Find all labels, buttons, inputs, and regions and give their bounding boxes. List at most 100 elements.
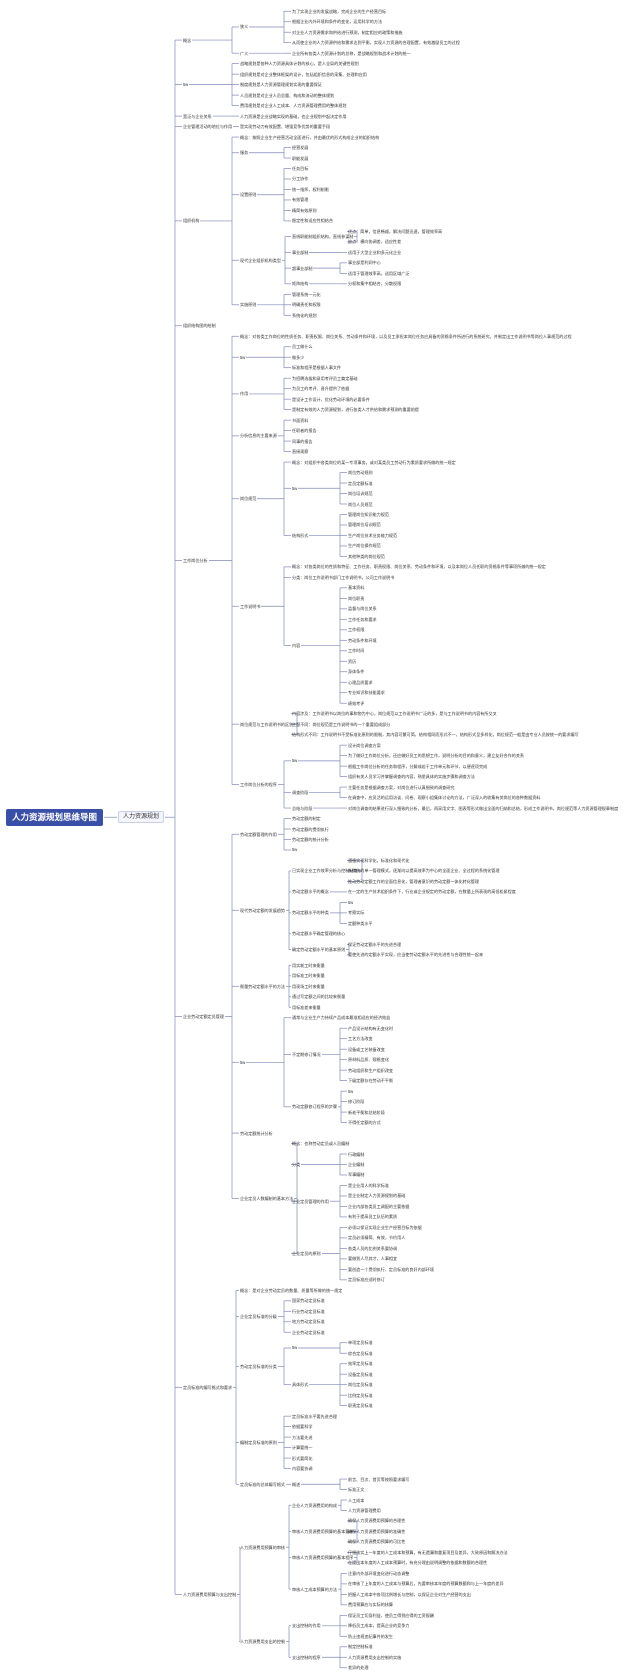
mindmap-leaf: 分类：岗位工作说明书部门工作说明书，公司工作说明书 [292, 574, 395, 580]
mindmap-leaf: 标准正文 [348, 1487, 365, 1493]
mindmap-leaf: 军事编制 [348, 1172, 365, 1178]
mindmap-leaf: 稳定性和适应性相结合 [292, 218, 333, 224]
mindmap-leaf: 定额种类水平 [348, 920, 373, 926]
mindmap-branch: 设置原则 [240, 192, 257, 198]
mindmap-leaf: 管理系统一元化 [292, 291, 321, 297]
mindmap-leaf: 在审核了上年度的人工成本与预算后，先要审核本年度的预算数额和与上一年度的差异 [348, 1581, 504, 1587]
mindmap-branch: 企业管理活动的地位与作用 [183, 124, 233, 130]
mindmap-leaf: 主要任务是根据调查方案，对岗位进行认真细致的调查研究 [348, 784, 455, 790]
mindmap-branch: 支出控制的作用 [292, 1623, 321, 1629]
mindmap-branch: 现代企业组织机构类型 [240, 257, 281, 263]
mindmap-branch: 人力资源费用预算的审核 [240, 1544, 286, 1550]
mindmap-leaf: 统一指挥，权利制衡 [292, 186, 329, 192]
mindmap-leaf: 职能发展 [292, 155, 309, 161]
mindmap-leaf: 防止违规违纪事件的发生 [348, 1633, 394, 1639]
mindmap-branch: 企业劳动定额定员管理 [183, 1013, 224, 1019]
mindmap-leaf: 用标准工时来衡量 [292, 973, 325, 979]
mindmap-branch: 审核人工成本预算的方法 [292, 1586, 338, 1592]
mindmap-leaf: 地方劳动定员标准 [292, 1319, 325, 1325]
mindmap-leaf: 用实耗工时来衡量 [292, 962, 325, 968]
mindmap-leaf: 确保人力资源费用预算的准确性 [348, 1528, 406, 1534]
mindmap-branch: 结构形式 [292, 532, 309, 538]
mindmap-leaf: 适用于管理效率高，适用区域广泛 [348, 270, 410, 276]
mindmap-leaf: 制度规划是人力资源管理规划实现的重要保证 [240, 82, 322, 88]
mindmap-leaf: 生产岗位操作规范 [348, 543, 381, 549]
mindmap-branch: 企业定员管理的作用 [292, 1198, 329, 1204]
mindmap-leaf: 专业知识和技能要求 [348, 690, 385, 696]
mindmap-leaf: 要创造一个贯彻执行、定员标准的良好内部环境 [348, 1266, 434, 1272]
mindmap-branch: 调查阶段 [292, 789, 309, 795]
mindmap-leaf: 定员定额标准 [348, 480, 373, 486]
mindmap-leaf: 主题不同：岗位规范是工作说明书的一个重要组成部分 [292, 721, 391, 727]
mindmap-leaf: 标准和程序是根据人事文件 [292, 365, 342, 371]
mindmap-branch: 直线职能制组织结构，直线参谋制 [292, 234, 354, 240]
mindmap-leaf: 要做到人尽其才，人事相宜 [348, 1256, 398, 1262]
mindmap-leaf: 岗位培训规范 [348, 491, 373, 497]
mindmap-branch: 劳动定额水平的概念 [292, 889, 329, 895]
mindmap-leaf: 是企业用人的科学标准 [348, 1182, 389, 1188]
mindmap-leaf: 概念：按照企业生产经营活动全面进行，并由最优的形式构成企业的组织结构 [240, 134, 380, 140]
mindmap-leaf: 要使先进的定额水平实现，应当使劳动定额水平的先进性与合理性统一起来 [348, 952, 484, 958]
mindmap-branch: 工作岗位分析 [183, 557, 208, 563]
mindmap-leaf: 身体条件 [348, 669, 365, 675]
mindmap-root: 人力资源规划思维导图 [6, 808, 104, 826]
mindmap-leaf: 费用规划是对企业人工成本、人力资源管理费用的整体规划 [240, 103, 347, 109]
mindmap-branch: 审核人力资源费用预算的基本程序 [292, 1555, 354, 1561]
mindmap-leaf: 各类人员的比例关系要协调 [348, 1245, 398, 1251]
mindmap-branch: 人力资源费用支出的控制 [240, 1639, 286, 1645]
mindmap-leaf: 岗位劳动规则 [348, 470, 373, 476]
mindmap-leaf: 为了做好工作岗位分析，还应做好员工的思想工作，说明分析的目的和意义，建立友好合作… [348, 753, 525, 759]
mindmap-leaf: 用标准差来衡量 [292, 1004, 321, 1010]
mindmap-leaf: 计算要统一 [292, 1445, 313, 1451]
mindmap-branch: 岗位规范 [240, 496, 257, 502]
mindmap-leaf: 工作时间 [348, 648, 365, 654]
mindmap-branch: 劳动定额水平的种类 [292, 910, 329, 916]
mindmap-leaf: 5w [348, 1088, 354, 1094]
mindmap-branch: 组织机构 [183, 218, 200, 224]
mindmap-leaf: 劳动定额统计分析 [240, 1130, 273, 1136]
mindmap-branch: 人力资源费用预算与支出控制 [183, 1591, 237, 1597]
mindmap-branch: 概述 [292, 1481, 301, 1487]
mindmap-leaf: 推动劳动定额工作的全面信息化，管理者意识的劳动定额一体化转化管理 [348, 878, 479, 884]
mindmap-leaf: 为员工的考评、晋升提供了依据 [292, 386, 350, 392]
mindmap-branch: 企业定员标准的分级 [240, 1314, 277, 1320]
mindmap-leaf: 降低员工成本，提高企业的竞争力 [348, 1623, 410, 1629]
mindmap-leaf: 概念：是对企业劳动定员的数量、质量等所做的统一规定 [240, 1287, 343, 1293]
mindmap-leaf: 优点：简单，信息畅顺，解决问题迅速，管理效率高 [348, 228, 443, 234]
mindmap-branch: 衡量劳动定额水平的方法 [240, 983, 286, 989]
mindmap-leaf: 企业劳动定员标准 [292, 1329, 325, 1335]
mindmap-leaf: 人力资源费用支出控制的实施 [348, 1654, 402, 1660]
mindmap-leaf: 不得任定额的方式 [348, 1120, 381, 1126]
mindmap-leaf: 产品设计结构有无变化时 [348, 1025, 394, 1031]
mindmap-leaf: 保证员工切身利益，使员工得到应得的工资报酬 [348, 1612, 434, 1618]
mindmap-leaf: 书面资料 [292, 417, 309, 423]
mindmap-branch: 作用 [240, 391, 249, 397]
mindmap-leaf: 保证劳动定额水平的先进合理 [348, 941, 402, 947]
mindmap-leaf: 生产岗位技术业务能力规范 [348, 532, 398, 538]
mindmap-branch: 总结与阶段 [292, 805, 313, 811]
mindmap-leaf: 概念：对组织中各类岗位的某一专项事务，或对某类员工劳动行为素质要求所做的统一规定 [292, 459, 456, 465]
mindmap-branch: 广义 [240, 50, 249, 56]
mindmap-leaf: 管理岗位培训规范 [348, 522, 381, 528]
mindmap-leaf: 心理品质要求 [348, 679, 373, 685]
mindmap-branch: 劳动定额管理的作用 [240, 831, 277, 837]
mindmap-leaf: 前言、目次、首页等按照要求编写 [348, 1476, 410, 1482]
mindmap-leaf: 行业劳动定员标准 [292, 1308, 325, 1314]
mindmap-leaf: 确保人力资源费用预算的可比性 [348, 1539, 406, 1545]
mindmap-leaf: 工作权限 [348, 627, 365, 633]
mindmap-leaf: 经营发展 [292, 145, 309, 151]
mindmap-leaf: 明确责任和权限 [292, 302, 321, 308]
mindmap-leaf: 系统化的规划 [292, 312, 317, 318]
mindmap-leaf: 仔细核实上一年度的人工成本和预算，有无遗漏和重复项目及差异，大致原因和解决办法 [348, 1549, 508, 1555]
mindmap-branch: 超事业部制 [292, 265, 313, 271]
mindmap-leaf: 从而使企业的人力资源供给和需求达到平衡，实现人力资源的合理配置，有效激励员工的过… [292, 40, 460, 46]
mindmap-leaf: 绩效考评 [348, 700, 365, 706]
mindmap-leaf: 对企业人力资源需求和供给进行预测，制定相应的政策和措施 [292, 29, 403, 35]
mindmap-leaf: 缺点：横向协调差，适应性差 [348, 239, 402, 245]
mindmap-leaf: 任职者的报告 [292, 428, 317, 434]
mindmap-branch: 支出控制的程序 [292, 1654, 321, 1660]
mindmap-leaf: 岗位职责 [348, 595, 365, 601]
mindmap-leaf: 劳动组织和生产组织改变 [348, 1067, 394, 1073]
mindmap-leaf: 分权和集中相结合，分散权限 [348, 281, 402, 287]
mindmap-leaf: 新老平衡和总结阶段 [348, 1109, 385, 1115]
